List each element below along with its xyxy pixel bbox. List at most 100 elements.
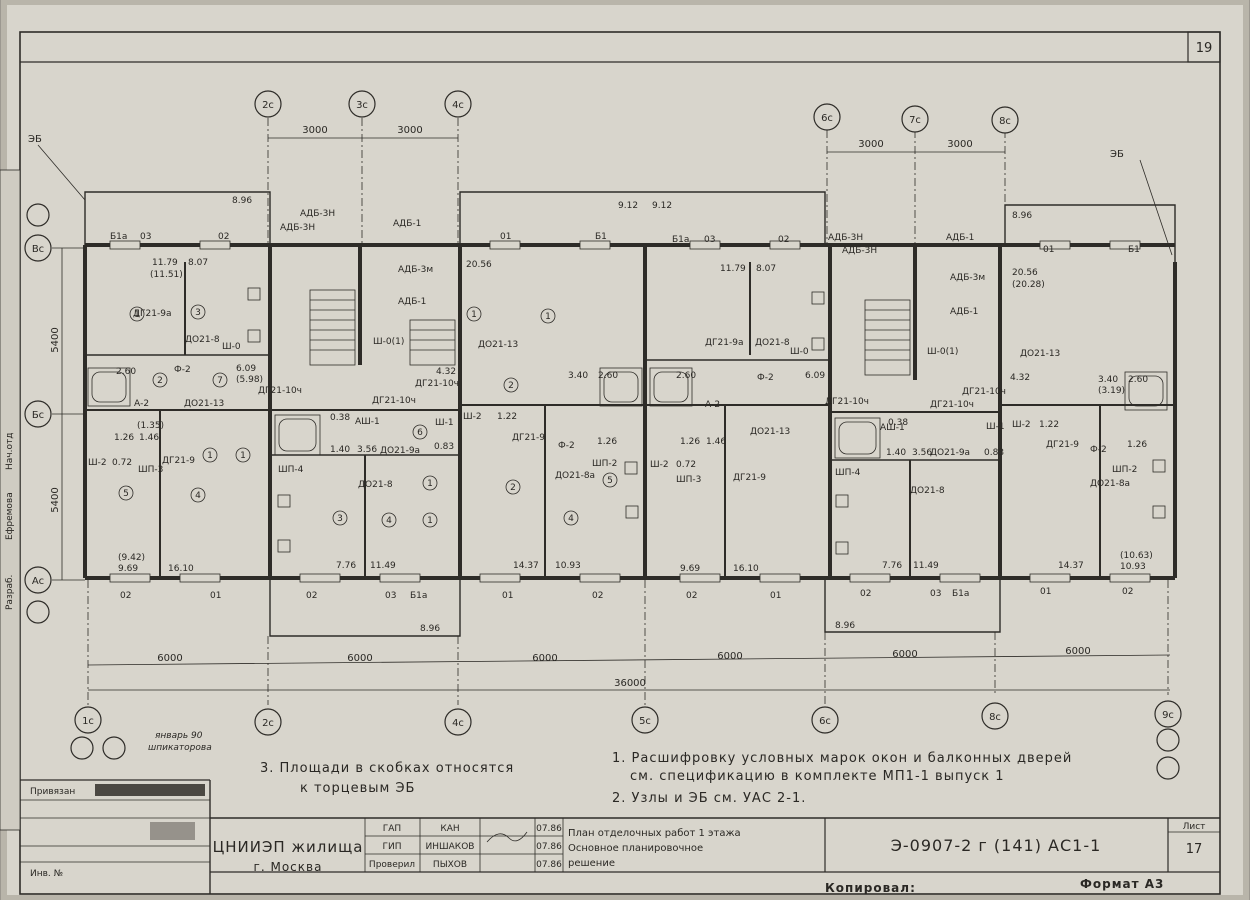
bathtubs [87,367,1168,459]
org-name: ЦНИИЭП жилища [213,838,364,856]
svg-text:Вс: Вс [32,244,44,255]
svg-text:ДГ21-9а: ДГ21-9а [705,338,743,348]
svg-text:5: 5 [607,476,613,486]
svg-text:3.40: 3.40 [568,371,588,381]
svg-text:АДБ-1: АДБ-1 [398,297,426,307]
svg-text:ДГ21-9: ДГ21-9 [162,456,195,466]
drawing-title-2: Основное планировочное [568,843,703,854]
org-city: г. Москва [254,860,323,874]
dim-top-1: 3000 [302,125,327,136]
svg-text:6c: 6c [819,716,831,727]
sheet-label: Лист [1183,822,1206,832]
note-1-line1: 1. Расшифровку условных марок окон и бал… [612,751,1072,766]
svg-text:2: 2 [157,376,163,386]
svg-text:Б1а: Б1а [410,591,427,601]
dim-total: 36000 [614,678,646,689]
svg-text:1.26: 1.26 [597,437,617,447]
svg-text:ДО21-9а: ДО21-9а [380,446,420,456]
drawing-code: Э-0907-2 г (141) АС1-1 [891,836,1102,855]
signature [486,831,528,843]
side-label-2: Нач.отд [5,433,15,470]
svg-text:16.10: 16.10 [168,564,194,574]
svg-text:02: 02 [218,232,229,242]
svg-text:2.60: 2.60 [598,371,618,381]
svg-text:ДГ21-10ч: ДГ21-10ч [258,386,302,396]
svg-text:ДО21-8а: ДО21-8а [1090,479,1130,489]
svg-text:2: 2 [508,381,514,391]
svg-text:1.22: 1.22 [497,412,517,422]
svg-text:01: 01 [1043,245,1054,255]
svg-text:Ш-0(1): Ш-0(1) [373,337,404,347]
svg-text:1.26: 1.26 [114,433,134,443]
paper [4,2,1246,898]
svg-text:9.69: 9.69 [118,564,138,574]
svg-text:Ш-2: Ш-2 [1012,420,1031,430]
svg-text:8.07: 8.07 [188,258,208,268]
format-label: Формат А3 [1080,877,1164,891]
svg-text:8c: 8c [999,116,1011,127]
svg-text:ШП-2: ШП-2 [1112,465,1137,475]
dim-bottom-2: 6000 [347,653,372,664]
side-label-1: Ефремова [5,492,15,540]
svg-text:11.79: 11.79 [720,264,746,274]
handwritten-date: январь 90 [155,731,203,741]
axis-bubble-bottom-5c: 5c [631,706,659,734]
svg-text:ДГ21-9: ДГ21-9 [512,433,545,443]
svg-text:ШП-4: ШП-4 [835,468,861,478]
svg-text:(10.63): (10.63) [1120,551,1153,561]
svg-text:АШ-1: АШ-1 [355,417,380,427]
eb-label-left: ЭБ [28,134,42,145]
svg-text:03: 03 [140,232,151,242]
svg-text:9.12: 9.12 [618,201,638,211]
name-pykhov: ПЫХОВ [433,860,467,870]
svg-text:2: 2 [510,483,516,493]
svg-text:Б1: Б1 [595,232,607,242]
svg-text:Ф-2: Ф-2 [174,365,191,375]
stamp-inv: Инв. № [30,869,63,879]
dim-top-4: 3000 [947,139,972,150]
svg-text:Ш-2: Ш-2 [650,460,669,470]
svg-text:(11.51): (11.51) [150,270,183,280]
svg-text:1: 1 [427,516,433,526]
svg-text:4: 4 [568,514,574,524]
svg-text:1.46: 1.46 [139,433,159,443]
axis-bubble-bottom-4c: 4c [444,708,472,736]
svg-text:(9.42): (9.42) [118,553,145,563]
svg-text:1: 1 [545,312,551,322]
svg-text:Ф-2: Ф-2 [558,441,575,451]
copied-by-label: Копировал: [825,881,916,895]
svg-text:1c: 1c [82,716,94,727]
svg-text:02: 02 [1122,587,1133,597]
svg-text:03: 03 [930,589,941,599]
svg-text:Ф-2: Ф-2 [1090,445,1107,455]
note-3-line2: к торцевым ЭБ [300,781,415,796]
svg-text:Ас: Ас [32,576,44,587]
svg-text:ШП-3: ШП-3 [676,475,701,485]
svg-text:Ш-0: Ш-0 [790,347,809,357]
svg-text:ДО21-8: ДО21-8 [185,335,220,345]
svg-text:3: 3 [337,514,343,524]
svg-text:6.09: 6.09 [236,364,256,374]
svg-text:8.96: 8.96 [420,624,440,634]
svg-text:0.83: 0.83 [984,448,1004,458]
svg-text:1: 1 [471,310,477,320]
svg-text:ДО21-13: ДО21-13 [184,399,224,409]
svg-text:03: 03 [704,235,715,245]
svg-text:2.60: 2.60 [1128,375,1148,385]
svg-text:1: 1 [134,310,140,320]
svg-text:Ф-2: Ф-2 [757,373,774,383]
svg-text:6.09: 6.09 [805,371,825,381]
axis-bubble-bottom-9c: 9c [1154,700,1182,728]
note-2: 2. Узлы и ЭБ см. УАС 2-1. [612,791,806,806]
svg-text:2.60: 2.60 [116,367,136,377]
svg-text:(20.28): (20.28) [1012,280,1045,290]
room-areas: 8.96 9.12 9.12 8.96 8.96 8.96 11.79 (11.… [112,196,1153,634]
stamp-privyazan: Привязан [30,787,75,797]
svg-text:4: 4 [386,516,392,526]
axis-bubble-top-6c: 6c [813,103,841,131]
svg-text:02: 02 [778,235,789,245]
svg-text:10.93: 10.93 [1120,562,1146,572]
svg-text:ДГ21-10ч: ДГ21-10ч [930,400,974,410]
svg-text:01: 01 [502,591,513,601]
